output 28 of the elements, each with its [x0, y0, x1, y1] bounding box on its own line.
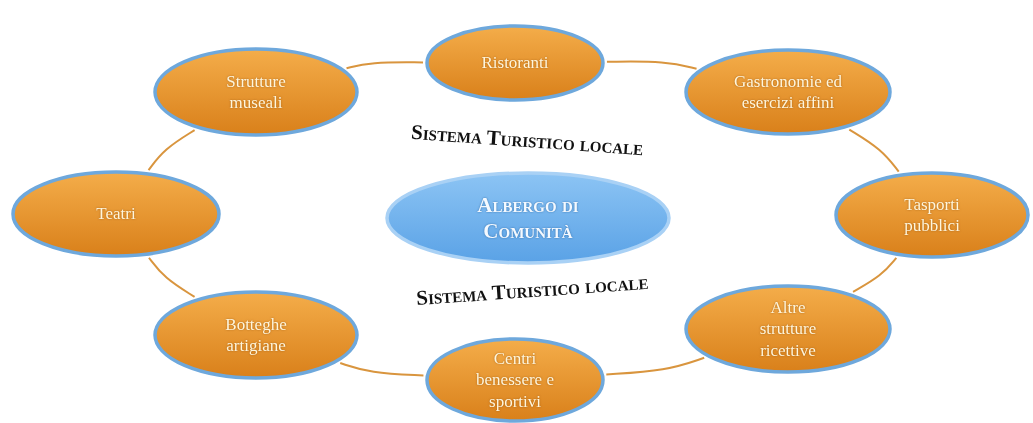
node-label: Tasporti pubblici — [903, 193, 961, 237]
ellipse-node — [153, 47, 359, 137]
connector-line — [339, 362, 425, 377]
connector-line — [852, 256, 898, 293]
node-label: Gastronomie ed esercizi affini — [733, 70, 843, 114]
ellipse-node — [385, 171, 671, 265]
node-label: Ristoranti — [481, 52, 549, 74]
node-label: Teatri — [96, 203, 136, 225]
ellipse-node — [11, 170, 221, 258]
node-label: Strutture museali — [225, 70, 287, 114]
connector-line — [345, 61, 424, 70]
node-label: Altre strutture ricettive — [758, 297, 818, 361]
ellipse-node — [684, 284, 892, 374]
ellipse-node — [425, 24, 605, 102]
node-label: Centri benessere e sportivi — [475, 348, 555, 412]
connector-line — [147, 129, 196, 172]
ellipse-node — [834, 171, 1030, 259]
ellipse-node — [684, 48, 892, 136]
connector-line — [848, 128, 900, 173]
ellipse-node — [425, 337, 605, 423]
connector-line — [605, 356, 706, 376]
region-label: Sistema Turistico locale — [410, 119, 644, 161]
node-label: Botteghe artigiane — [224, 313, 288, 357]
node-label: Albergo di Comunità — [476, 191, 580, 245]
connector-line — [605, 60, 698, 70]
connector-line — [148, 256, 196, 298]
ellipse-node — [153, 290, 359, 380]
region-label: Sistema Turistico locale — [415, 269, 649, 311]
